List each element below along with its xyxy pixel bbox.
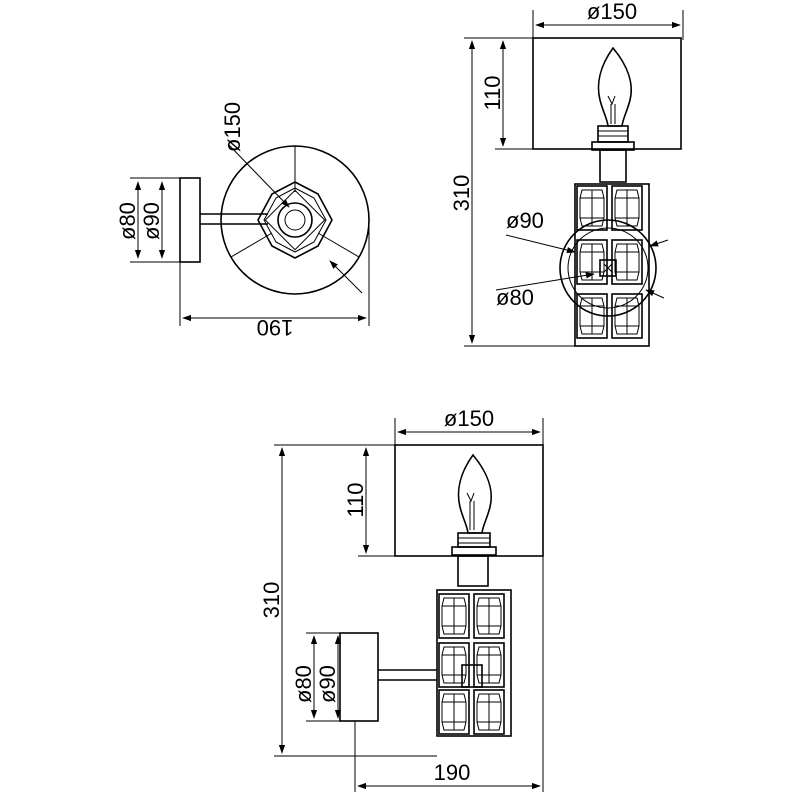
top-view: ø150 ø80 ø90 190 <box>115 102 370 340</box>
front-projection-label: 190 <box>434 760 471 785</box>
side-shade-height-label: 110 <box>480 75 505 110</box>
front-plate-inner-label: ø90 <box>315 665 340 703</box>
side-shade-diameter-label: ø150 <box>587 0 637 24</box>
crystal-body-top <box>257 181 333 259</box>
front-crystal-column <box>436 589 512 737</box>
front-plate-outer-label: ø80 <box>291 665 316 703</box>
top-plate-inner-label: ø90 <box>139 202 164 240</box>
front-view: ø150 110 310 ø80 ø90 190 <box>259 406 544 792</box>
front-shade-height-label: 110 <box>343 482 368 517</box>
side-body-diameter-label: ø90 <box>506 208 544 233</box>
side-view: ø150 110 310 ø90 ø80 <box>449 0 684 347</box>
side-plate-diameter-label: ø80 <box>496 285 534 310</box>
front-total-height-label: 310 <box>259 582 284 619</box>
front-shade-diameter-label: ø150 <box>444 406 494 431</box>
top-projection-label: 190 <box>257 315 294 340</box>
side-shade <box>532 37 682 150</box>
front-wall-plate <box>339 632 379 722</box>
side-plate-circle <box>559 219 657 317</box>
top-shade-diameter-label: ø150 <box>220 102 245 152</box>
side-total-height-label: 310 <box>449 175 474 212</box>
top-plate-outer-label: ø80 <box>115 202 140 240</box>
wall-plate <box>179 177 201 263</box>
side-crystal-column <box>574 183 650 347</box>
